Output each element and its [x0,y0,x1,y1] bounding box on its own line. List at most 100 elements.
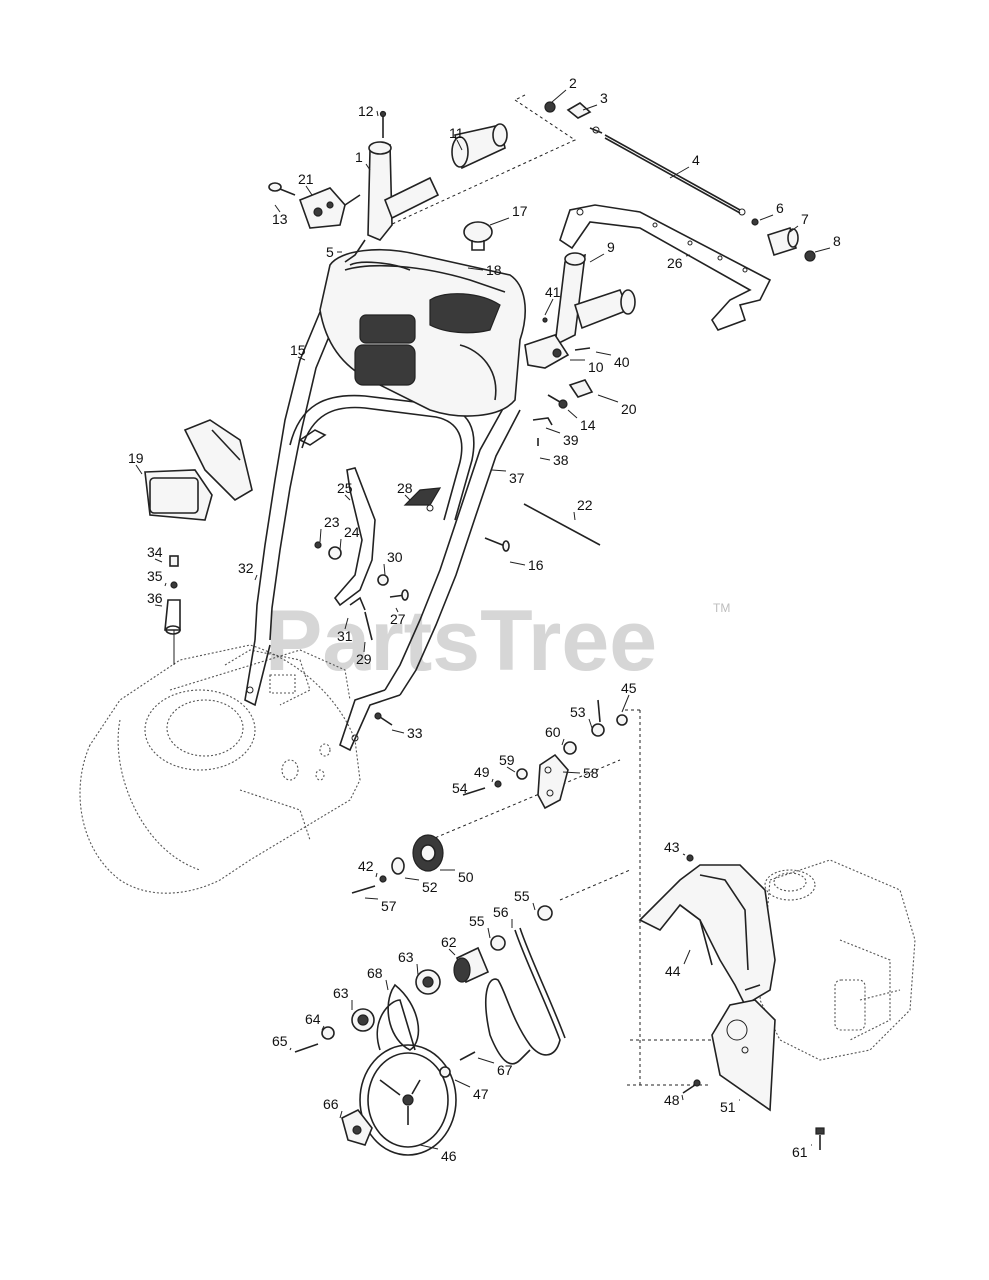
callout-leader-c14 [567,409,578,419]
callout-leader-c55a [532,902,536,911]
callout-leader-c3 [582,104,598,111]
callout-c32: 32 [238,560,254,576]
callout-leader-c11 [456,139,463,151]
callout-leader-c2 [551,89,567,103]
callout-leader-c33 [391,729,405,734]
callout-leader-c29 [363,641,366,653]
callout-c48: 48 [664,1092,680,1108]
callout-leader-c28 [404,494,411,501]
callout-leader-c45 [621,694,630,713]
callout-leader-c36 [154,604,163,607]
callout-c52: 52 [422,879,438,895]
callout-leader-c39 [545,427,561,434]
callout-leader-c9 [589,253,605,263]
left-handle-upper [344,123,508,263]
pulley-63-68 [351,969,441,1051]
bearing-66 [341,1108,373,1146]
callout-c9: 9 [607,239,615,255]
chute-cable-assembly [544,101,746,216]
callout-c54: 54 [452,780,468,796]
callout-leader-c49 [491,778,494,783]
callout-c23: 23 [324,514,340,530]
callout-c40: 40 [614,354,630,370]
callout-c39: 39 [563,432,579,448]
callout-leader-c16 [509,561,526,566]
screw-61 [815,1127,825,1150]
callout-leader-c1 [365,163,371,171]
cover-19 [144,419,253,521]
auger-pulley-46 [359,999,457,1156]
ferrule-parts [751,218,816,262]
engine-outline [759,859,916,1061]
callout-c56: 56 [493,904,509,920]
callout-leader-c18 [467,267,484,271]
callout-c28: 28 [397,480,413,496]
handle-frame [244,299,521,752]
callout-leader-c43 [682,853,686,856]
callout-c7: 7 [801,211,809,227]
callout-c12: 12 [358,103,374,119]
callout-leader-c58 [562,771,581,774]
callout-c27: 27 [390,611,406,627]
idler-bracket-58 [462,741,577,810]
hardware-34-36 [164,555,181,665]
callout-c68: 68 [367,965,383,981]
callout-leader-c59 [506,766,516,773]
rod-22 [523,503,601,546]
callout-c38: 38 [553,452,569,468]
callout-c10: 10 [588,359,604,375]
callout-leader-c8 [814,247,831,253]
knob-17 [463,221,493,251]
callout-leader-c12 [376,110,379,117]
callout-c8: 8 [833,233,841,249]
callout-c64: 64 [305,1011,321,1027]
callout-c17: 17 [512,203,528,219]
callout-leader-c38 [539,457,551,461]
pin-16 [484,537,510,552]
callout-c35: 35 [147,568,163,584]
callout-leader-c32 [254,574,258,581]
callout-leader-c24 [339,538,342,551]
callout-c55b: 55 [469,913,485,929]
callout-leader-c20 [597,394,619,403]
callout-c26: 26 [667,255,683,271]
callout-c51: 51 [720,1099,736,1115]
callout-leader-c52 [404,877,420,881]
callout-leader-c64 [321,1025,325,1031]
callout-c49: 49 [474,764,490,780]
callout-c65: 65 [272,1033,288,1049]
callout-c53: 53 [570,704,586,720]
dash-panel [319,249,526,417]
callout-leader-c26 [685,254,691,257]
callout-c31: 31 [337,628,353,644]
callout-leader-c13 [274,204,281,213]
callout-leader-c62 [448,948,456,956]
callout-c61: 61 [792,1144,808,1160]
callout-c5: 5 [326,244,334,260]
callout-leader-c17 [489,217,510,226]
callout-leader-c15 [297,356,306,361]
bolt-67 [439,1051,476,1078]
callout-c46: 46 [441,1148,457,1164]
callout-c62: 62 [441,934,457,950]
callout-leader-c66 [339,1110,343,1119]
callout-leader-c48 [681,1094,684,1101]
callout-c58: 58 [583,765,599,781]
callout-c60: 60 [545,724,561,740]
callout-leader-c53 [588,718,593,729]
callout-c45: 45 [621,680,637,696]
callout-leader-c25 [344,494,351,501]
callout-leader-c42 [375,872,378,878]
spring-53 [591,699,628,737]
bolt-48 [682,1079,701,1094]
callout-c22: 22 [577,497,593,513]
callout-c33: 33 [407,725,423,741]
callout-c2: 2 [569,75,577,91]
callout-c57: 57 [381,898,397,914]
shift-lever-26 [559,204,772,331]
callout-c13: 13 [272,211,288,227]
callout-leader-c41 [544,298,554,316]
callout-c50: 50 [458,869,474,885]
callout-leader-c30 [383,563,386,576]
